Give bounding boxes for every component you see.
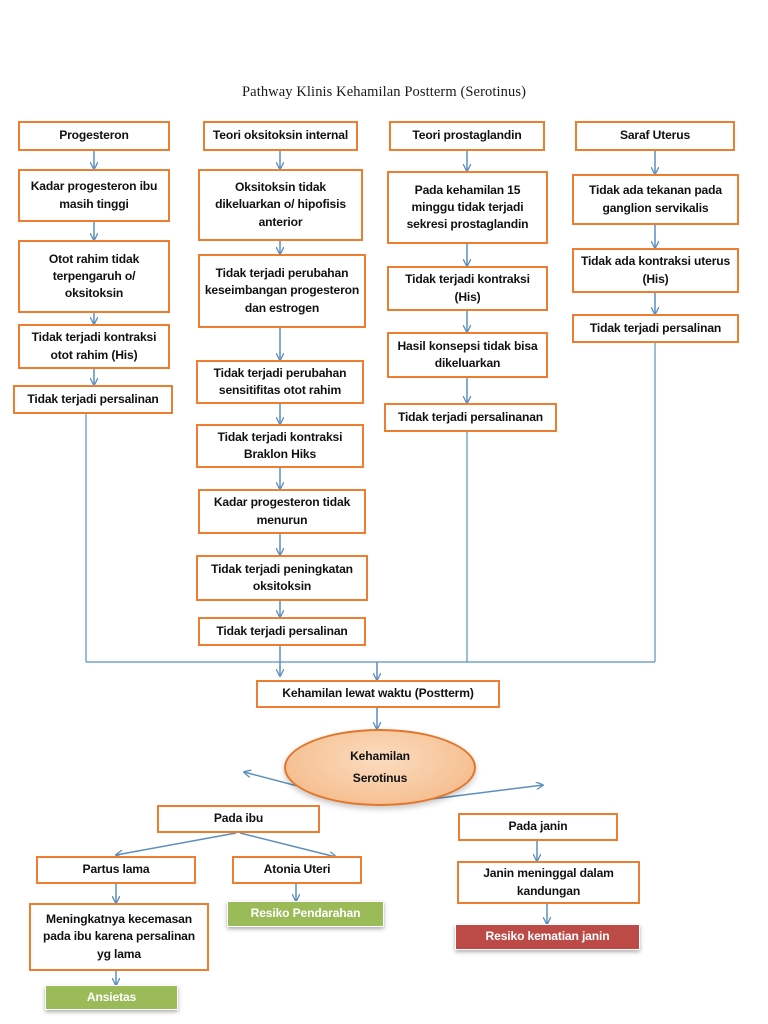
- node-result-resiko-pendarahan[interactable]: Resiko Pendarahan: [227, 901, 384, 927]
- node-c1n3[interactable]: Otot rahim tidak terpengaruh o/ oksitoks…: [18, 240, 170, 313]
- node-c1n1[interactable]: Progesteron: [18, 121, 170, 151]
- node-diagnosis-serotinus[interactable]: Kehamilan Serotinus: [284, 729, 476, 806]
- node-mother-kecemasan-detail[interactable]: Meningkatnya kecemasan pada ibu karena p…: [29, 903, 209, 971]
- node-c2n3[interactable]: Tidak terjadi perubahan keseimbangan pro…: [198, 254, 366, 328]
- node-c4n2[interactable]: Tidak ada tekanan pada ganglion servikal…: [572, 174, 739, 225]
- node-mother-partus-lama[interactable]: Partus lama: [36, 856, 196, 884]
- node-c2n6[interactable]: Kadar progesteron tidak menurun: [198, 489, 366, 534]
- node-c2n2[interactable]: Oksitoksin tidak dikeluarkan o/ hipofisi…: [198, 169, 363, 241]
- node-result-resiko-kematian-janin[interactable]: Resiko kematian janin: [455, 924, 640, 950]
- node-result-ansietas[interactable]: Ansietas: [45, 985, 178, 1010]
- node-c4n4[interactable]: Tidak terjadi persalinan: [572, 314, 739, 343]
- node-c3n2[interactable]: Pada kehamilan 15 minggu tidak terjadi s…: [387, 171, 548, 244]
- node-c4n1[interactable]: Saraf Uterus: [575, 121, 735, 151]
- node-c3n4[interactable]: Hasil konsepsi tidak bisa dikeluarkan: [387, 332, 548, 378]
- node-merge-postterm[interactable]: Kehamilan lewat waktu (Postterm): [256, 680, 500, 708]
- node-mother-atonia-uteri[interactable]: Atonia Uteri: [232, 856, 362, 884]
- node-branch-mother[interactable]: Pada ibu: [157, 805, 320, 833]
- node-c3n3[interactable]: Tidak terjadi kontraksi (His): [387, 266, 548, 311]
- diagnosis-line-1: Kehamilan: [350, 748, 410, 763]
- diagnosis-line-2: Serotinus: [352, 770, 408, 785]
- node-c3n5[interactable]: Tidak terjadi persalinanan: [384, 403, 557, 432]
- node-c2n5[interactable]: Tidak terjadi kontraksi Braklon Hiks: [196, 424, 364, 468]
- node-c2n1[interactable]: Teori oksitoksin internal: [203, 121, 358, 151]
- node-c1n2[interactable]: Kadar progesteron ibu masih tinggi: [18, 169, 170, 222]
- node-c2n7[interactable]: Tidak terjadi peningkatan oksitoksin: [196, 555, 368, 601]
- column-arrows: [94, 150, 655, 617]
- node-c1n5[interactable]: Tidak terjadi persalinan: [13, 385, 173, 414]
- page-title: Pathway Klinis Kehamilan Postterm (Serot…: [242, 84, 526, 100]
- node-c2n4[interactable]: Tidak terjadi perubahan sensitifitas oto…: [196, 360, 364, 404]
- node-c4n3[interactable]: Tidak ada kontraksi uterus (His): [572, 248, 739, 293]
- node-c1n4[interactable]: Tidak terjadi kontraksi otot rahim (His): [18, 324, 170, 369]
- node-branch-fetus[interactable]: Pada janin: [458, 813, 618, 841]
- node-fetus-janin-meninggal[interactable]: Janin meninggal dalam kandungan: [457, 861, 640, 904]
- node-c3n1[interactable]: Teori prostaglandin: [389, 121, 545, 151]
- node-c2n8[interactable]: Tidak terjadi persalinan: [198, 617, 366, 646]
